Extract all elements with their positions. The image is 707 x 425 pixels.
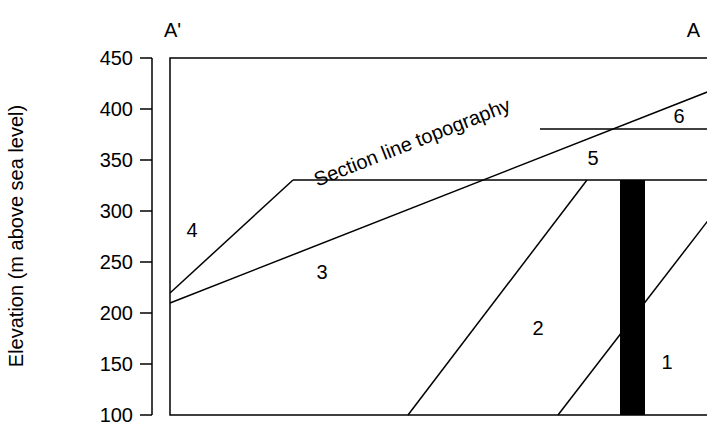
axis-line [151,58,153,415]
tick-label: 250 [100,252,133,272]
tick-label: 400 [100,99,133,119]
tick [140,363,152,365]
unit-number: 1 [661,352,672,372]
tick-label: 300 [100,201,133,221]
section-frame [170,58,707,415]
tick-label: 350 [100,150,133,170]
tick-label: 100 [100,405,133,425]
tick-label: 200 [100,303,133,323]
unit-number: 4 [186,220,197,240]
tick-label: 150 [100,354,133,374]
tick [140,210,152,212]
contact-line [540,128,707,130]
contact-line [170,180,293,293]
contact-line [408,180,587,415]
unit-number: 3 [316,262,327,282]
unit-number: 5 [587,148,598,168]
topography-label: Section line topography [311,95,513,190]
section-end-label: A [687,20,700,40]
unit-number: 2 [532,318,543,338]
tick [140,261,152,263]
tick [140,312,152,314]
dike [620,180,645,415]
tick [140,414,152,416]
section-end-label: A' [164,20,181,40]
unit-number: 6 [673,106,684,126]
axis-title: Elevation (m above sea level) [6,105,26,367]
tick [140,159,152,161]
tick [140,108,152,110]
tick-label: 450 [100,48,133,68]
tick [140,57,152,59]
